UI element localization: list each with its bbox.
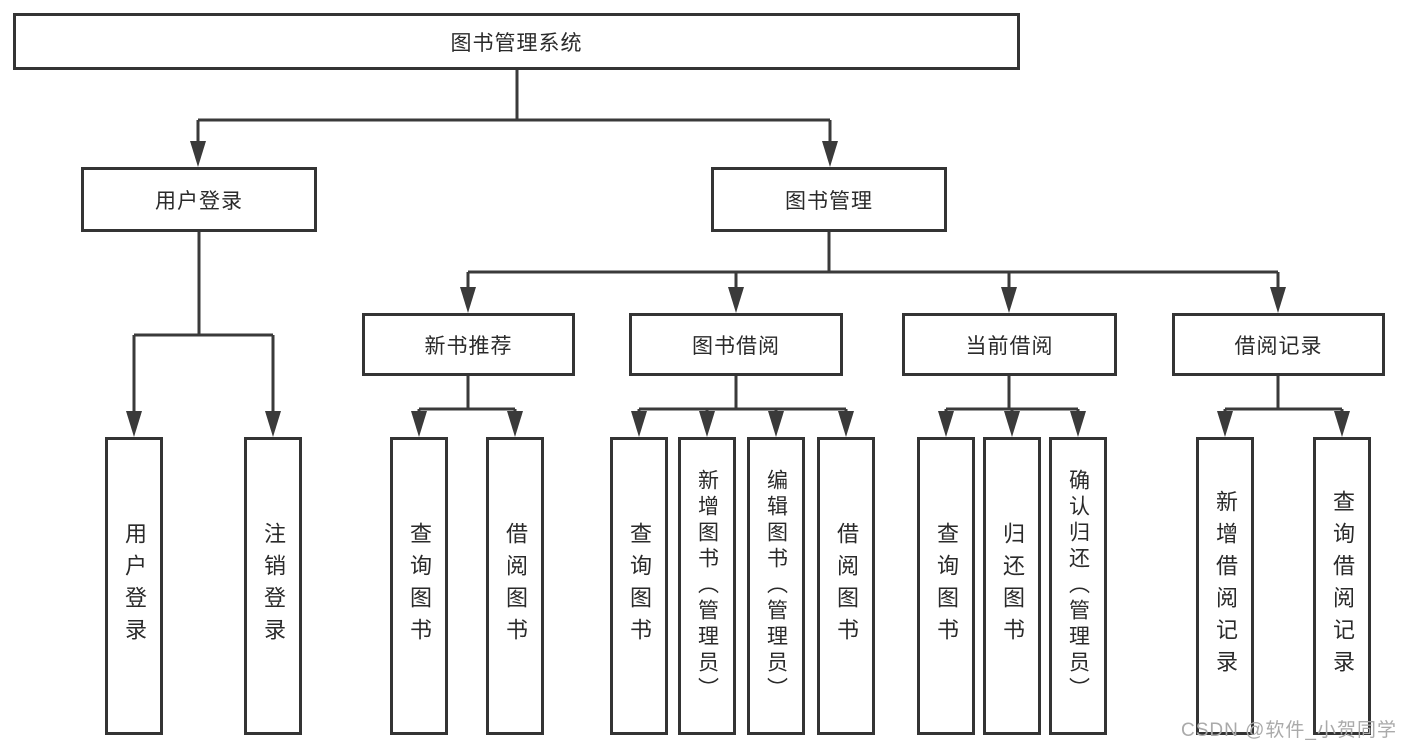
leaf-current-confirm-return-admin-label: 确认归还（管理员） — [1066, 469, 1090, 703]
node-root-label: 图书管理系统 — [450, 31, 583, 55]
leaf-user-login: 用户登录 — [105, 437, 163, 735]
leaf-recommend-query-books: 查询图书 — [390, 437, 448, 735]
leaf-current-query-books: 查询图书 — [917, 437, 975, 735]
node-book-borrowing-label: 图书借阅 — [692, 334, 780, 358]
node-current-borrowing: 当前借阅 — [902, 313, 1117, 376]
node-book-management-label: 图书管理 — [785, 189, 873, 213]
node-current-borrowing-label: 当前借阅 — [965, 334, 1054, 358]
leaf-current-query-books-label: 查询图书 — [934, 522, 959, 650]
leaf-current-return-books: 归还图书 — [983, 437, 1041, 735]
leaf-records-add-record-label: 新增借阅记录 — [1213, 490, 1238, 682]
leaf-current-confirm-return-admin: 确认归还（管理员） — [1049, 437, 1107, 735]
leaf-borrowing-edit-books-admin: 编辑图书（管理员） — [747, 437, 805, 735]
leaf-recommend-query-books-label: 查询图书 — [407, 522, 432, 650]
node-new-book-recommend: 新书推荐 — [362, 313, 575, 376]
leaf-borrowing-add-books-admin-label: 新增图书（管理员） — [695, 469, 719, 703]
leaf-borrowing-query-books-label: 查询图书 — [627, 522, 652, 650]
leaf-borrowing-add-books-admin: 新增图书（管理员） — [678, 437, 736, 735]
csdn-watermark: CSDN @软件_小贺同学 — [1181, 720, 1397, 741]
leaf-records-add-record: 新增借阅记录 — [1196, 437, 1254, 735]
arrowheads — [126, 141, 1350, 437]
leaf-current-return-books-label: 归还图书 — [1000, 522, 1025, 650]
node-root: 图书管理系统 — [13, 13, 1020, 70]
node-user-login: 用户登录 — [81, 167, 317, 232]
leaf-records-query-record-label: 查询借阅记录 — [1330, 490, 1355, 682]
leaf-borrowing-borrow-books-label: 借阅图书 — [834, 522, 859, 650]
leaf-borrowing-borrow-books: 借阅图书 — [817, 437, 875, 735]
leaf-recommend-borrow-books-label: 借阅图书 — [503, 522, 528, 650]
leaf-borrowing-edit-books-admin-label: 编辑图书（管理员） — [764, 469, 788, 703]
node-new-book-recommend-label: 新书推荐 — [424, 334, 513, 358]
leaf-borrowing-query-books: 查询图书 — [610, 437, 668, 735]
leaf-records-query-record: 查询借阅记录 — [1313, 437, 1371, 735]
leaf-logout-login: 注销登录 — [244, 437, 302, 735]
node-borrowing-records-label: 借阅记录 — [1234, 334, 1323, 358]
node-borrowing-records: 借阅记录 — [1172, 313, 1385, 376]
node-user-login-label: 用户登录 — [155, 189, 243, 213]
leaf-recommend-borrow-books: 借阅图书 — [486, 437, 544, 735]
leaf-user-login-label: 用户登录 — [122, 522, 147, 650]
node-book-borrowing: 图书借阅 — [629, 313, 843, 376]
leaf-logout-login-label: 注销登录 — [261, 522, 286, 650]
node-book-management: 图书管理 — [711, 167, 947, 232]
